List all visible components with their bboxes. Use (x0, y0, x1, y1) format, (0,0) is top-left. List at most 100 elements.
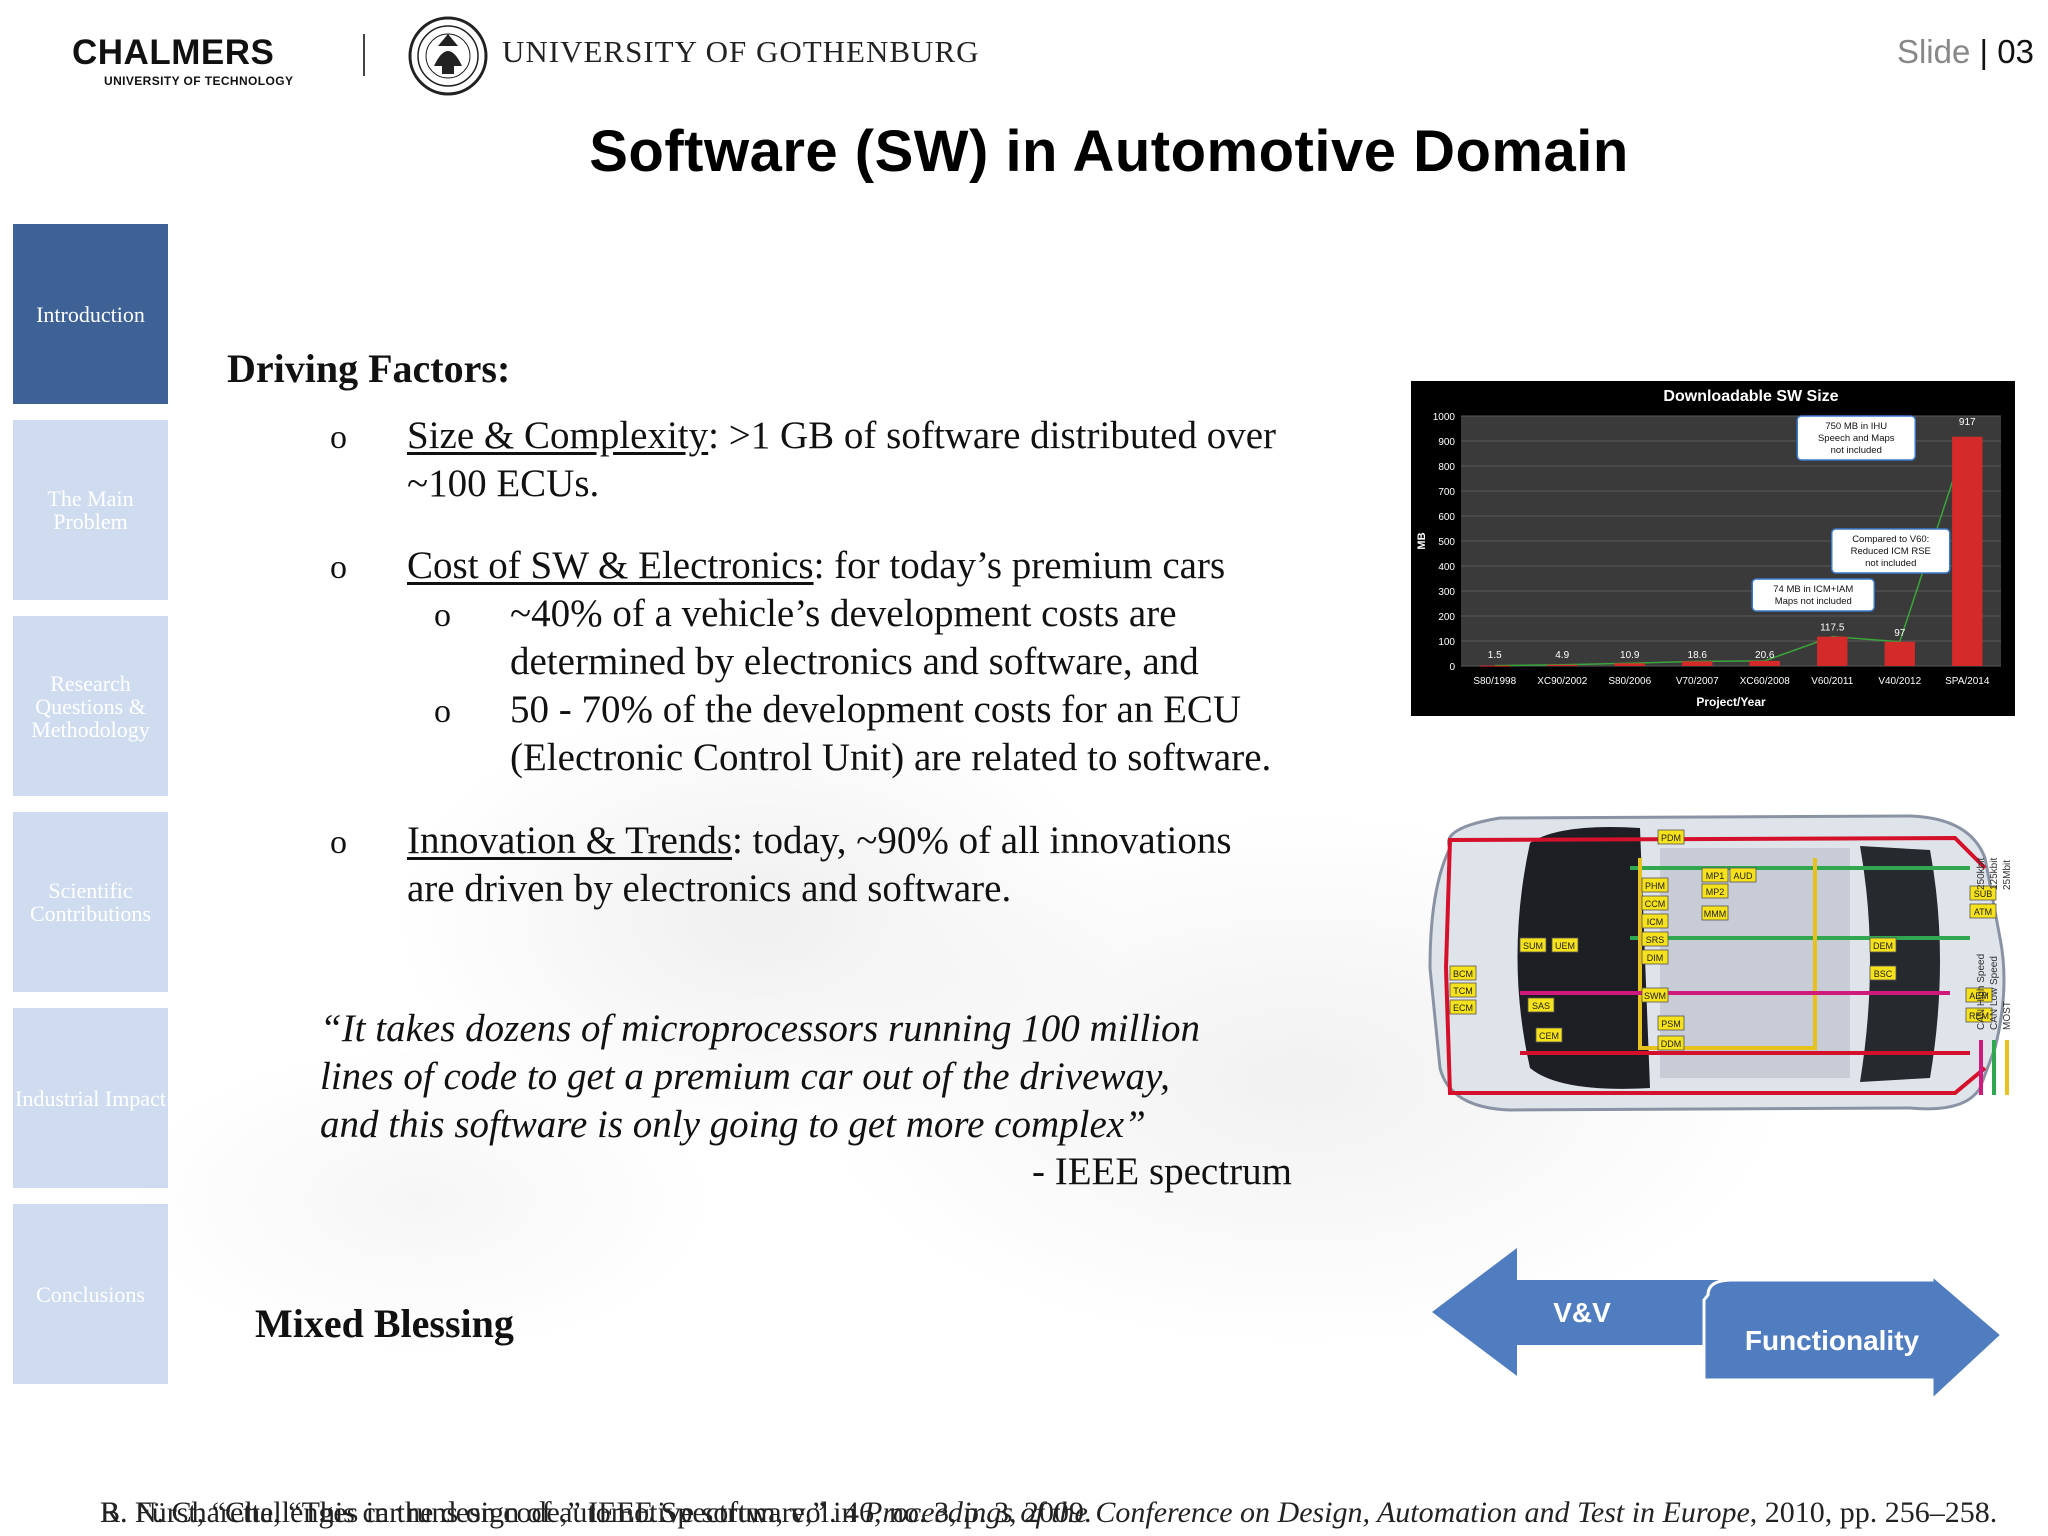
reference-b-text: B. Fürst, “Challenges in the design of a… (100, 1496, 865, 1529)
ecu-label: SUM (1523, 941, 1543, 951)
network-line-red (1444, 967, 1987, 1095)
ecu-badge (1449, 965, 1477, 981)
quote-attribution: - IEEE spectrum (1032, 1150, 1292, 1193)
bullet-text: : today, ~90% of all innovations (732, 819, 1232, 862)
bullet-text: determined by electronics and software, … (510, 640, 1199, 683)
y-tick-label: 500 (1438, 537, 1455, 548)
ecu-badge (1527, 997, 1555, 1013)
chalmers-logo: CHALMERS UNIVERSITY OF TECHNOLOGY (72, 33, 332, 89)
reference-b: B. Fürst, “Challenges in the design of a… (100, 1496, 1997, 1530)
network-line-yellow (1638, 858, 1817, 1050)
bullet-text: are driven by electronics and software. (407, 867, 1012, 910)
slide-label: Slide (1896, 33, 1971, 70)
y-axis-label: MB (1416, 532, 1428, 549)
functionality-arrow-shape (1702, 1271, 2005, 1404)
annotation-text: not included (1865, 558, 1916, 569)
ecu-badge (1869, 937, 1897, 953)
ecu-badge (1729, 867, 1757, 883)
mixed-blessing-heading: Mixed Blessing (255, 1301, 514, 1346)
annotation-text: Compared to V60: (1852, 534, 1929, 545)
sidebar-item-research-questions[interactable]: Research Questions & Methodology (13, 616, 168, 796)
sidebar-item-main-problem[interactable]: The Main Problem (13, 420, 168, 600)
x-tick-label: S80/2006 (1608, 676, 1651, 687)
ecu-badge (1449, 999, 1477, 1015)
ecu-badge (1641, 987, 1669, 1003)
sidebar-item-conclusions[interactable]: Conclusions (13, 1204, 168, 1384)
bullet-mark: o (330, 419, 347, 456)
ecu-label: BSC (1874, 969, 1893, 979)
y-tick-label: 200 (1438, 612, 1455, 623)
ecu-badge (1657, 1015, 1685, 1031)
ecu-badge (1969, 903, 1997, 919)
annotation-callout (1831, 528, 1951, 574)
reference-b-pages: , 2010, pp. 256–258. (1749, 1496, 1998, 1529)
ecu-label: UEM (1555, 941, 1575, 951)
y-tick-label: 300 (1438, 587, 1455, 598)
ecu-badge (1551, 937, 1579, 953)
sidebar-item-industrial-impact[interactable]: Industrial Impact (13, 1008, 168, 1188)
data-label: 20.6 (1755, 650, 1775, 661)
bullet-text: : for today’s premium cars (813, 544, 1226, 587)
chalmers-name: CHALMERS (72, 33, 275, 72)
sidebar-item-introduction[interactable]: Introduction (13, 224, 168, 404)
data-label: 97 (1894, 628, 1906, 639)
annotation-text: 750 MB in IHU (1825, 421, 1887, 432)
legend-top-label: 125kbit (1989, 858, 2000, 890)
ecu-label: ICM (1647, 917, 1664, 927)
ecu-badge (1535, 1027, 1563, 1043)
arrows-svg: V&V Functionality (1432, 1248, 2005, 1404)
chalmers-subtitle: UNIVERSITY OF TECHNOLOGY (104, 74, 294, 88)
ecu-badge (1965, 987, 1993, 1003)
bullet-mark: o (434, 693, 451, 730)
ecu-badge (1969, 885, 1997, 901)
chart-bar (1479, 665, 1510, 667)
reference-a: R. N. Charette, “This car runs on code,”… (100, 1496, 1092, 1529)
chart-title: Downloadable SW Size (1663, 388, 1838, 405)
functionality-label: Functionality (1745, 1325, 1920, 1356)
y-tick-label: 700 (1438, 487, 1455, 498)
x-tick-label: XC60/2008 (1740, 676, 1790, 687)
ecu-label: ATM (1974, 907, 1992, 917)
legend-bottom-label: CAN High Speed (1976, 954, 1987, 1030)
section-sidebar: Introduction The Main Problem Research Q… (13, 224, 168, 1400)
ecu-label: DEM (1873, 941, 1893, 951)
vv-label: V&V (1553, 1297, 1611, 1328)
network-line-red (1444, 835, 1987, 969)
term-innovation: Innovation & Trends (407, 819, 733, 862)
bullet-mark: o (330, 549, 347, 586)
ecu-badge (1641, 949, 1669, 965)
ecu-label: TCM (1453, 986, 1473, 996)
annotation-text: Maps not included (1775, 596, 1852, 607)
chart-bar (1817, 636, 1848, 666)
x-tick-label: XC90/2002 (1537, 676, 1587, 687)
annotation-text: not included (1831, 445, 1882, 456)
ecu-badge (1965, 1007, 1993, 1023)
data-label: 117.5 (1820, 623, 1845, 634)
y-tick-label: 900 (1438, 437, 1455, 448)
ecu-badge (1519, 937, 1547, 953)
legend-svg: 250kbit 125kbit 25Mbit CAN High Speed CA… (1976, 858, 2013, 1095)
quote-line: and this software is only going to get m… (320, 1103, 1146, 1146)
ecu-badge (1641, 913, 1669, 929)
bullet-mark: o (434, 597, 451, 634)
ecu-badge (1657, 1035, 1685, 1051)
slide-separator: | (1979, 33, 1989, 70)
driving-factors-heading: Driving Factors: (227, 346, 511, 391)
bullet-text: (Electronic Control Unit) are related to… (510, 736, 1272, 779)
legend-bottom-label: MOST (2002, 1001, 2013, 1030)
ecu-label: PHM (1645, 881, 1665, 891)
annotation-callout (1796, 415, 1916, 461)
ecu-badge (1701, 867, 1729, 883)
ecu-label: DIM (1647, 953, 1664, 963)
ecu-badge (1869, 965, 1897, 981)
bullet-mark: o (330, 824, 347, 861)
sidebar-item-scientific-contributions[interactable]: Scientific Contributions (13, 812, 168, 992)
bullet-text: ~40% of a vehicle’s development costs ar… (510, 592, 1177, 635)
x-axis-label: Project/Year (1696, 695, 1766, 709)
bullet-text: 50 - 70% of the development costs for an… (510, 688, 1242, 731)
trend-line (1494, 436, 1968, 667)
ecu-label: MMM (1704, 909, 1727, 919)
